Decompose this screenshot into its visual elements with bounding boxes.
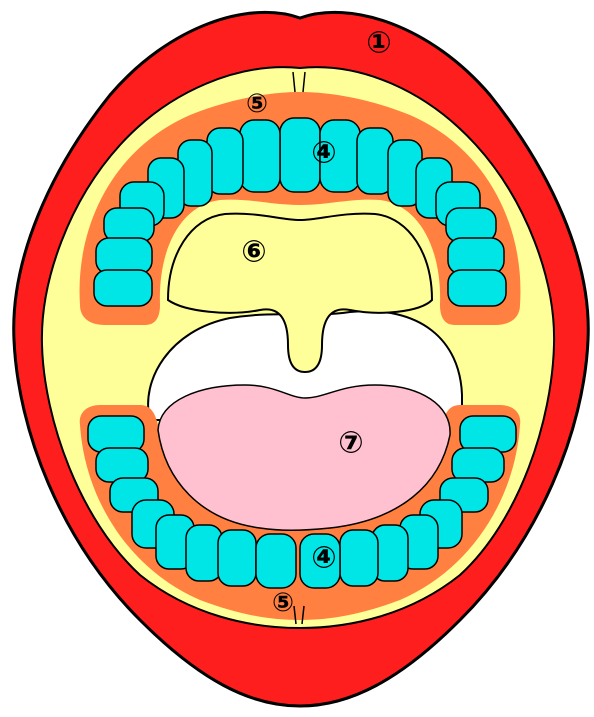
tooth	[88, 416, 144, 452]
tooth	[340, 530, 378, 586]
tooth	[446, 208, 496, 242]
tooth	[460, 416, 516, 452]
tooth	[104, 208, 154, 242]
label-palate: ⑥	[241, 235, 266, 270]
label-tongue: ⑦	[338, 426, 363, 461]
label-gums-lower: ⑤	[272, 588, 294, 618]
tooth	[94, 270, 152, 306]
label-teeth-upper: ④	[311, 136, 336, 171]
tooth	[96, 238, 152, 274]
tooth	[448, 238, 504, 274]
label-gums-upper: ⑤	[246, 89, 268, 119]
tooth	[240, 120, 280, 192]
label-teeth-lower: ④	[311, 541, 336, 576]
tooth	[452, 448, 504, 482]
tooth	[256, 534, 296, 588]
tooth	[186, 525, 222, 581]
label-lips: ①	[366, 26, 391, 61]
tooth	[218, 530, 256, 586]
tooth	[96, 448, 148, 482]
tooth	[448, 270, 506, 306]
